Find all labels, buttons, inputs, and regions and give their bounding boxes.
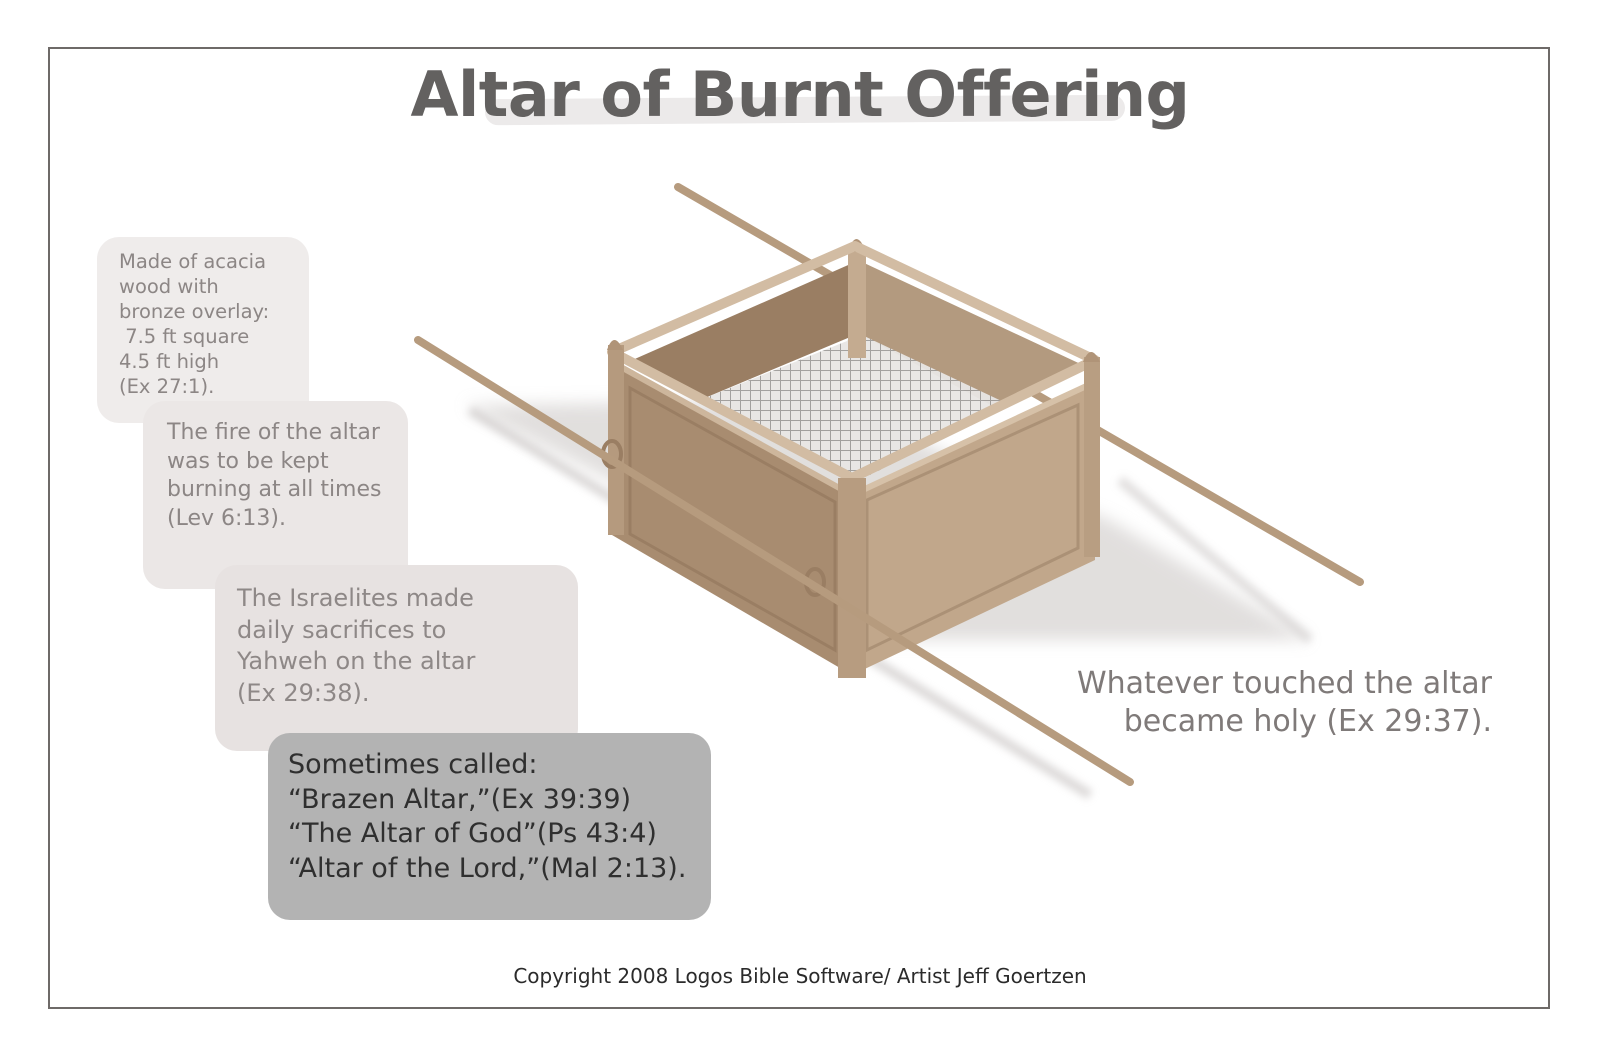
interior-back-right-wall (862, 262, 1087, 410)
note-material-line: wood with (119, 275, 219, 298)
copyright-text: Copyright 2008 Logos Bible Software/ Art… (513, 964, 1087, 988)
note-names: Sometimes called: “Brazen Altar,”(Ex 39:… (268, 733, 711, 920)
note-names-line: “Altar of the Lord,”(Mal 2:13). (288, 852, 687, 884)
title-container: Altar of Burnt Offering (0, 58, 1600, 131)
note-names-line: “Brazen Altar,”(Ex 39:39) (288, 783, 632, 815)
page-title: Altar of Burnt Offering (410, 58, 1190, 131)
note-sacrifices-line: Yahweh on the altar (237, 647, 476, 675)
note-fire-line: was to be kept (167, 448, 329, 474)
note-fire-line: (Lev 6:13). (167, 505, 286, 531)
front-left-wall (612, 360, 852, 675)
note-names-line: Sometimes called: (288, 749, 538, 780)
note-holy-line: Whatever touched the altar (1076, 666, 1492, 701)
note-sacrifices-line: daily sacrifices to (237, 615, 447, 644)
note-holy: Whatever touched the altar became holy (… (1030, 665, 1492, 741)
front-pole (414, 336, 1134, 786)
interior-back-left-wall (628, 262, 855, 400)
back-corner-post (848, 248, 866, 358)
note-material-line: 7.5 ft square (119, 325, 250, 348)
note-material-line: Made of acacia (119, 250, 267, 273)
horn-left (607, 340, 623, 350)
note-fire-line: burning at all times (167, 477, 382, 502)
front-corner-post (838, 478, 866, 678)
diagram-frame (48, 47, 1550, 1009)
note-sacrifices-line: The Israelites made (237, 584, 474, 612)
front-right-wall (852, 385, 1095, 675)
note-material-line: bronze overlay: (119, 300, 270, 323)
note-sacrifices-line: (Ex 29:38). (237, 678, 370, 707)
note-material-line: (Ex 27:1). (119, 375, 215, 398)
horn-right (1083, 352, 1100, 362)
note-holy-line: became holy (Ex 29:37). (1123, 704, 1492, 739)
note-material-line: 4.5 ft high (119, 350, 220, 373)
note-sacrifices: The Israelites made daily sacrifices to … (215, 565, 578, 751)
note-fire-line: The fire of the altar (167, 420, 380, 445)
right-corner-post (1084, 357, 1100, 557)
note-fire: The fire of the altar was to be kept bur… (143, 401, 408, 589)
note-material: Made of acacia wood with bronze overlay:… (97, 237, 309, 423)
note-names-line: “The Altar of God”(Ps 43:4) (288, 818, 657, 849)
